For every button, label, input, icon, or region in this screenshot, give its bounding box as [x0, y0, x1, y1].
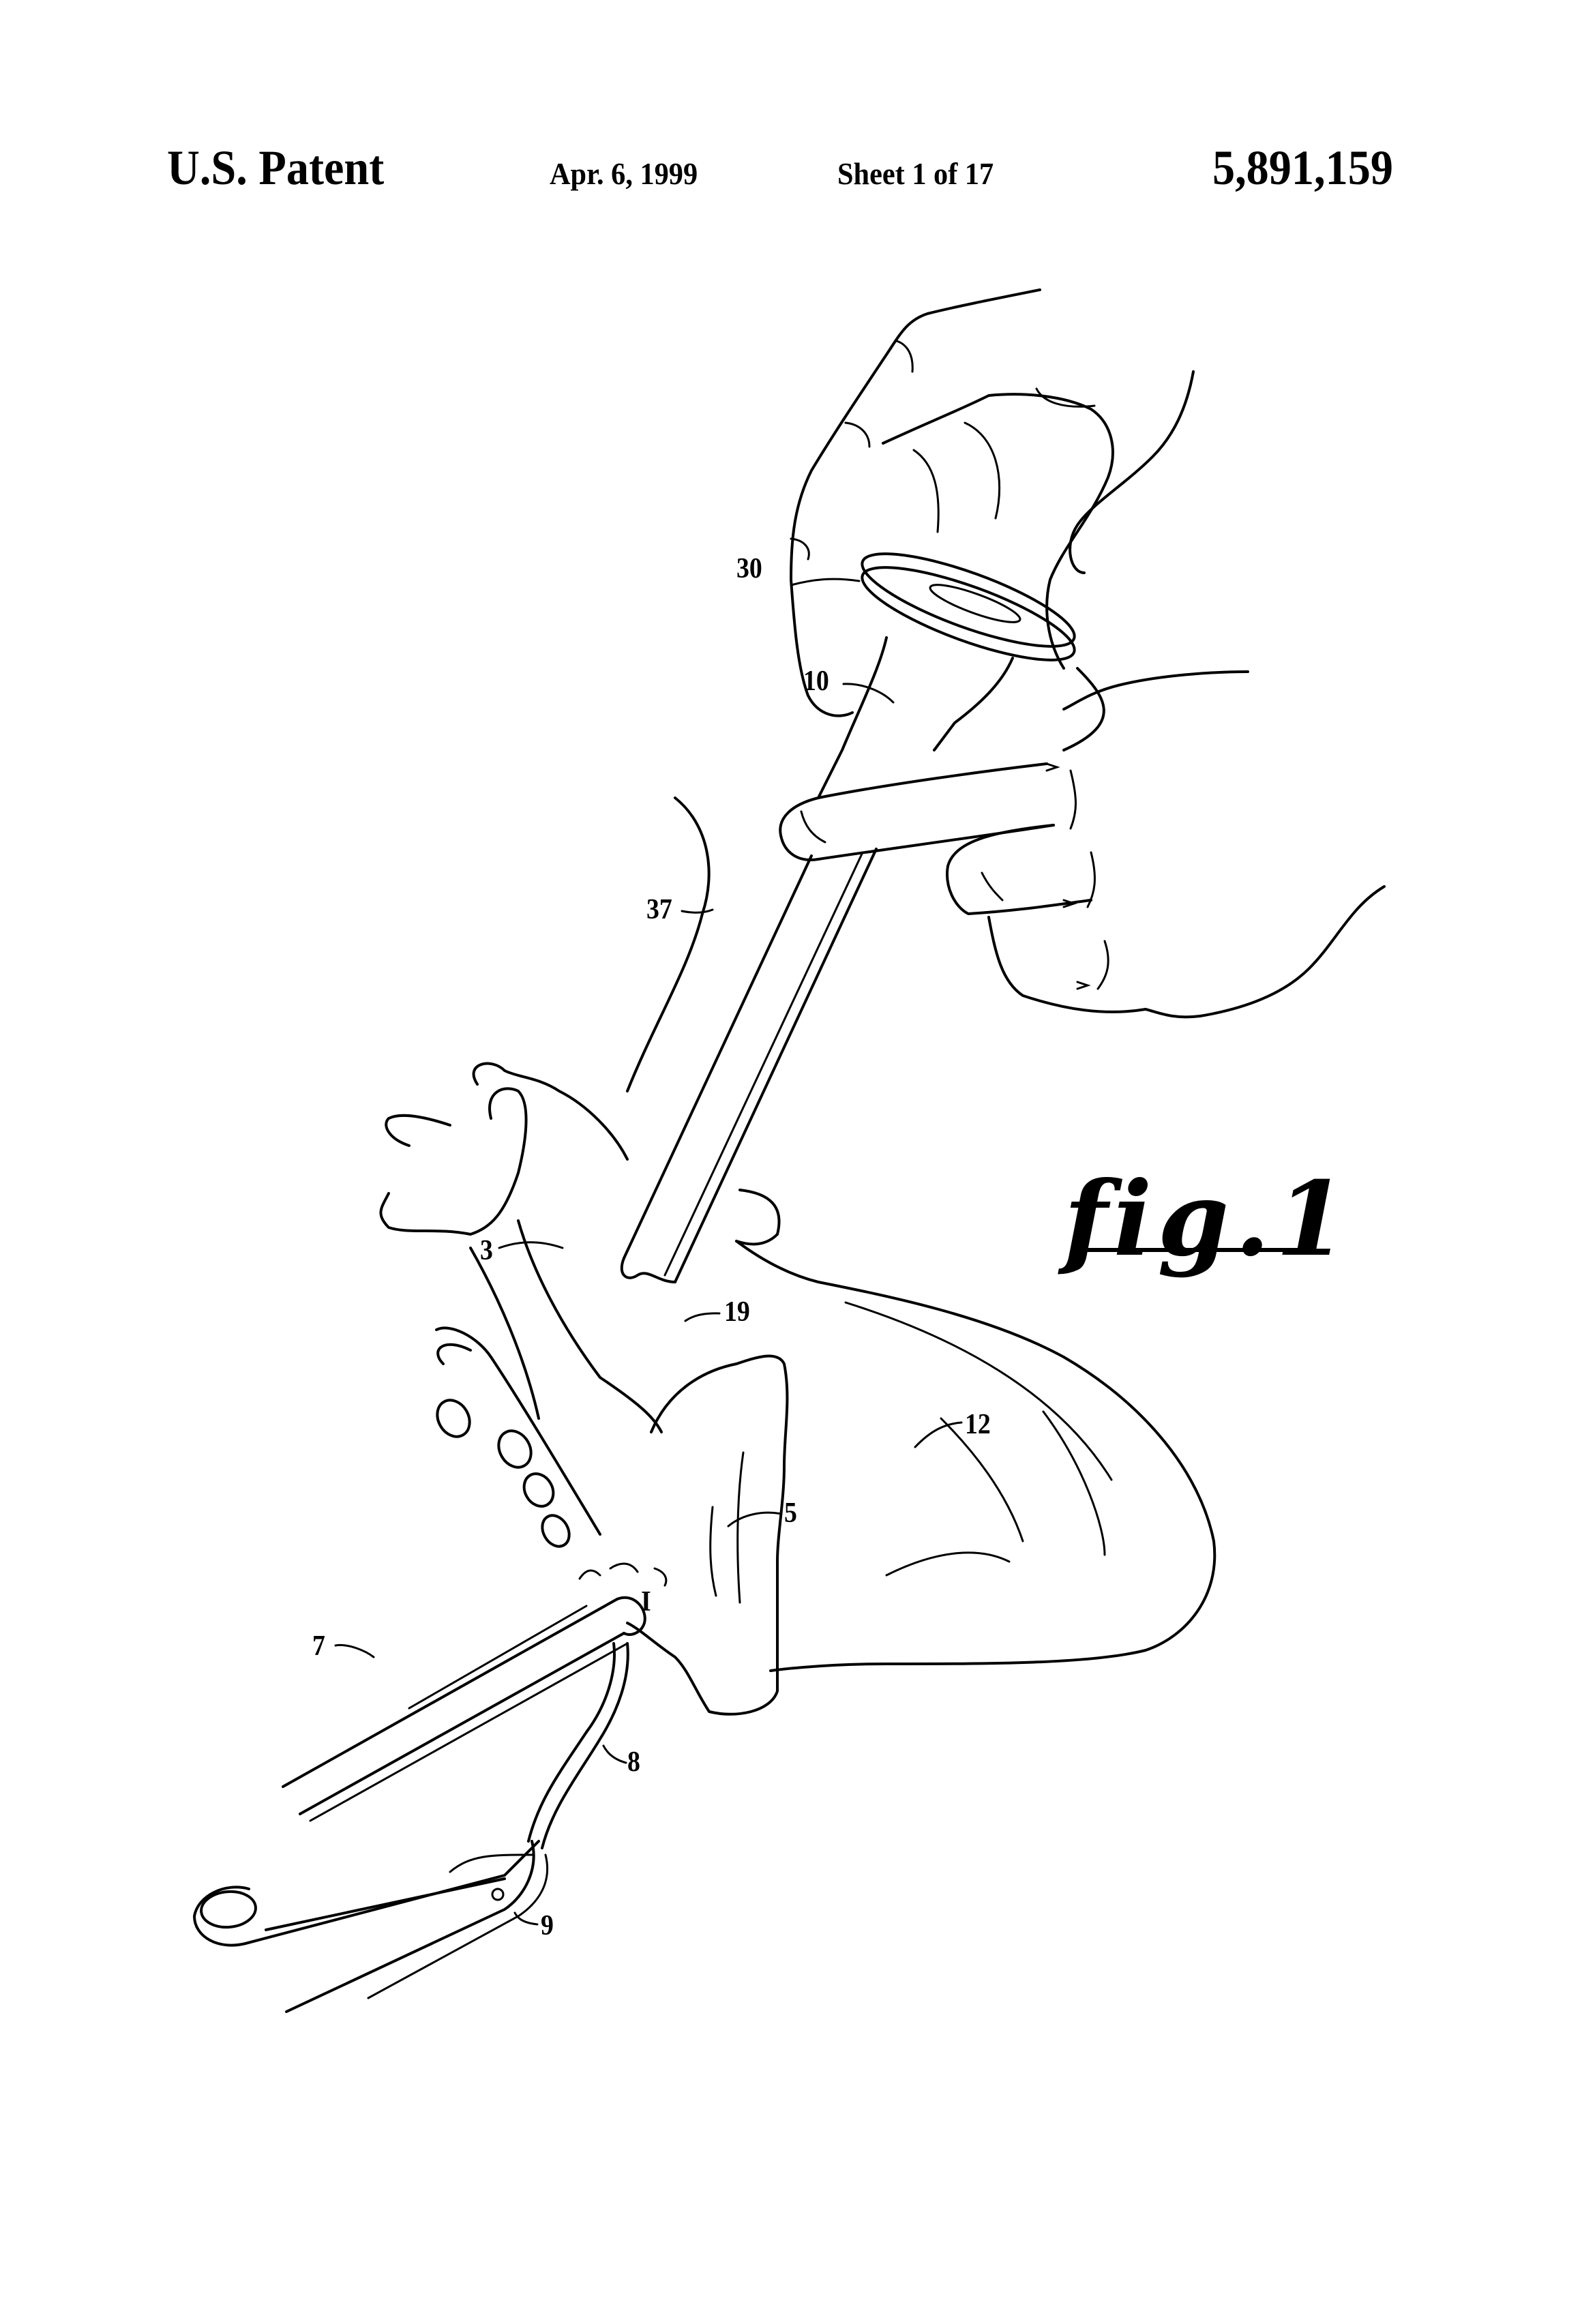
leader-lines [334, 578, 963, 1926]
upper-hand-illustration [779, 288, 1386, 1019]
patent-number: 5,891,159 [1212, 140, 1393, 195]
figure-label-underline [1086, 1248, 1304, 1252]
ref-numeral-9: 9 [541, 1910, 554, 1941]
figure-label: fig.1 [1064, 1159, 1352, 1279]
ref-numeral-12: 12 [965, 1409, 991, 1440]
ref-numeral-5: 5 [784, 1498, 797, 1529]
suture-tube-8-outer [541, 1642, 629, 1849]
purse-string-sutures [578, 1562, 668, 1587]
device-handle-10 [817, 636, 1014, 799]
ref-numeral-3: 3 [480, 1235, 493, 1266]
ref-marker-i: I [641, 1586, 651, 1618]
sheet-number: Sheet 1 of 17 [837, 156, 994, 191]
device-ring-30 [861, 552, 1076, 661]
ref-numeral-30: 30 [736, 553, 762, 584]
patent-header: U.S. Patent Apr. 6, 1999 Sheet 1 of 17 5… [0, 0, 1582, 225]
ref-numeral-19: 19 [724, 1296, 750, 1328]
cannula-7 [282, 1596, 646, 1822]
curve-37 [626, 796, 711, 1092]
device-shaft [620, 848, 878, 1283]
patent-title: U.S. Patent [167, 140, 385, 195]
patent-date: Apr. 6, 1999 [550, 156, 698, 191]
clamp-9 [193, 1840, 549, 2013]
ref-numeral-37: 37 [646, 894, 672, 925]
ref-numeral-8: 8 [627, 1746, 640, 1778]
ref-numeral-10: 10 [803, 666, 829, 697]
ref-numeral-7: 7 [312, 1630, 325, 1662]
heart-illustration [379, 1062, 1217, 1716]
suture-tube-8 [527, 1642, 616, 1843]
